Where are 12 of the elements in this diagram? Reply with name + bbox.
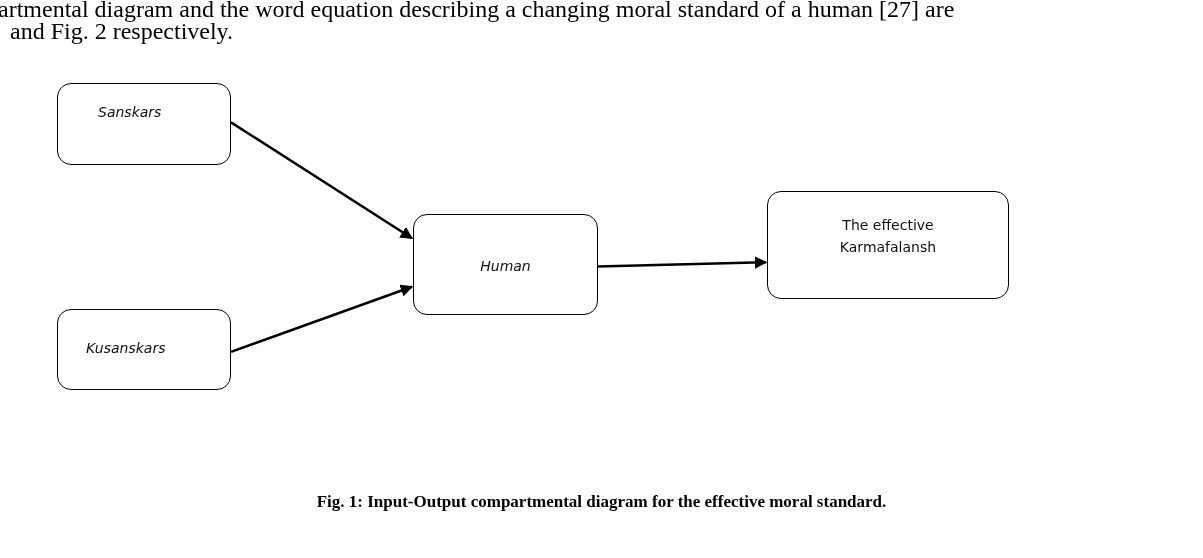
node-label: Human	[479, 257, 532, 276]
node-label: Kusanskars	[86, 340, 166, 356]
arrow	[230, 284, 414, 354]
rounded-box	[57, 83, 231, 165]
arrow	[230, 121, 414, 240]
rounded-box	[413, 214, 598, 315]
rounded-box	[57, 309, 231, 390]
figure-caption: Fig. 1: Input-Output compartmental diagram for the effective moral standard.	[315, 492, 888, 512]
node-label: The effective Karmafalansh	[838, 216, 938, 257]
arrow	[597, 256, 768, 269]
rounded-box	[767, 191, 1009, 299]
node-label: Sanskars	[98, 104, 162, 120]
